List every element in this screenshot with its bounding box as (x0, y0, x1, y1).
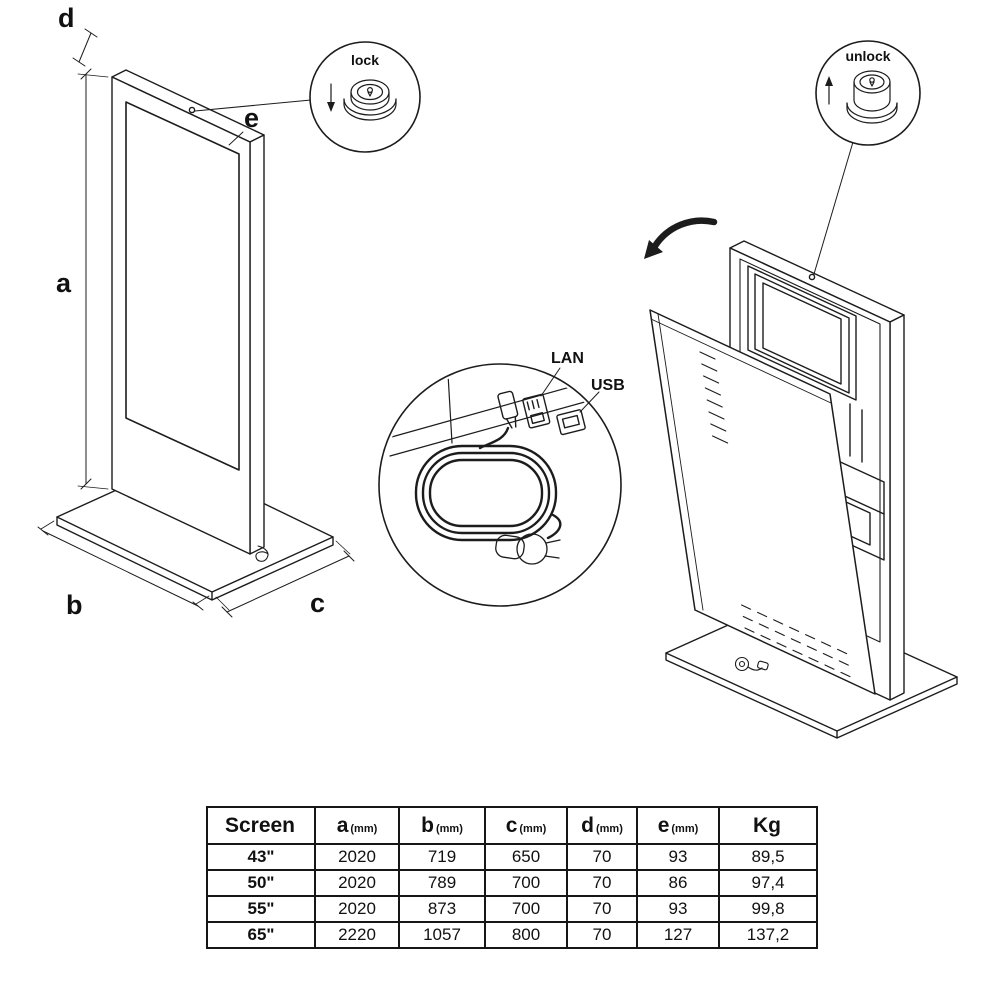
spec-table: Screen a(mm) b(mm) c(mm) d(mm) e(mm) Kg … (206, 806, 818, 949)
cell: 800 (484, 921, 568, 949)
cell: 43" (206, 843, 316, 871)
col-d: d(mm) (566, 806, 638, 845)
lock-detail: lock (194, 41, 421, 153)
spec-row-55: 55" 2020 873 700 70 93 99,8 (206, 895, 818, 923)
cell: 93 (636, 843, 720, 871)
cell: 719 (398, 843, 486, 871)
coiled-power-cable (414, 426, 562, 542)
lock-callout-circle (309, 41, 421, 153)
cell: 1057 (398, 921, 486, 949)
cell: 50" (206, 869, 316, 897)
door-side-vents (699, 351, 729, 444)
service-door (649, 309, 876, 695)
unlock-detail: unlock (813, 40, 921, 275)
key-slot-icon (869, 77, 875, 83)
door-swing-arrow (644, 217, 718, 259)
lock-hole (188, 106, 196, 114)
unlock-label: unlock (845, 48, 890, 64)
col-c: c(mm) (484, 806, 568, 845)
cell: 2020 (314, 869, 400, 897)
cell: 70 (566, 921, 638, 949)
lan-port-icon (522, 393, 551, 429)
cell: 700 (484, 895, 568, 923)
cell: 2020 (314, 895, 400, 923)
lan-label: LAN (551, 350, 584, 367)
cell: 93 (636, 895, 720, 923)
dim-label-c: c (310, 588, 325, 618)
cell: 65" (206, 921, 316, 949)
cell: 873 (398, 895, 486, 923)
kiosk-closed-view (56, 69, 334, 601)
dimension-lines (37, 28, 355, 618)
power-cord-small (255, 545, 269, 562)
arrow-up-icon (825, 76, 833, 86)
power-cord-coil (734, 656, 769, 672)
spec-row-65: 65" 2220 1057 800 70 127 137,2 (206, 921, 818, 949)
cell: 70 (566, 869, 638, 897)
col-kg: Kg (718, 806, 818, 845)
cell: 789 (398, 869, 486, 897)
cell: 97,4 (718, 869, 818, 897)
kiosk-open-view (644, 217, 958, 739)
cell: 137,2 (718, 921, 818, 949)
dim-label-a: a (56, 268, 72, 298)
door-bottom-vents (741, 604, 851, 678)
power-plug-icon (495, 533, 561, 565)
cell: 2220 (314, 921, 400, 949)
screen-outline (125, 101, 240, 471)
key-slot-icon (367, 86, 374, 93)
col-screen: Screen (206, 806, 316, 845)
cable-gland-icon (497, 390, 519, 429)
cell: 700 (484, 869, 568, 897)
cable-detail: LAN USB (378, 350, 625, 607)
usb-port-icon (556, 409, 586, 436)
cell: 2020 (314, 843, 400, 871)
cell: 70 (566, 843, 638, 871)
cell: 127 (636, 921, 720, 949)
cell: 55" (206, 895, 316, 923)
display-module (747, 265, 863, 463)
col-e: e(mm) (636, 806, 720, 845)
unlock-hole (808, 273, 816, 281)
dim-label-d: d (58, 3, 75, 33)
spec-row-43: 43" 2020 719 650 70 93 89,5 (206, 843, 818, 871)
usb-label: USB (591, 377, 625, 394)
unlock-button-icon (825, 70, 898, 124)
dim-label-b: b (66, 590, 83, 620)
cable-callout-circle (378, 363, 622, 607)
spec-row-50: 50" 2020 789 700 70 86 97,4 (206, 869, 818, 897)
col-b: b(mm) (398, 806, 486, 845)
dim-label-e: e (244, 103, 259, 133)
cell: 89,5 (718, 843, 818, 871)
cell: 70 (566, 895, 638, 923)
cell: 99,8 (718, 895, 818, 923)
lock-button-icon (327, 79, 397, 121)
spec-header-row: Screen a(mm) b(mm) c(mm) d(mm) e(mm) Kg (206, 806, 818, 845)
col-a: a(mm) (314, 806, 400, 845)
cell: 650 (484, 843, 568, 871)
arrow-down-icon (327, 102, 335, 112)
cell: 86 (636, 869, 720, 897)
lock-label: lock (351, 52, 379, 68)
